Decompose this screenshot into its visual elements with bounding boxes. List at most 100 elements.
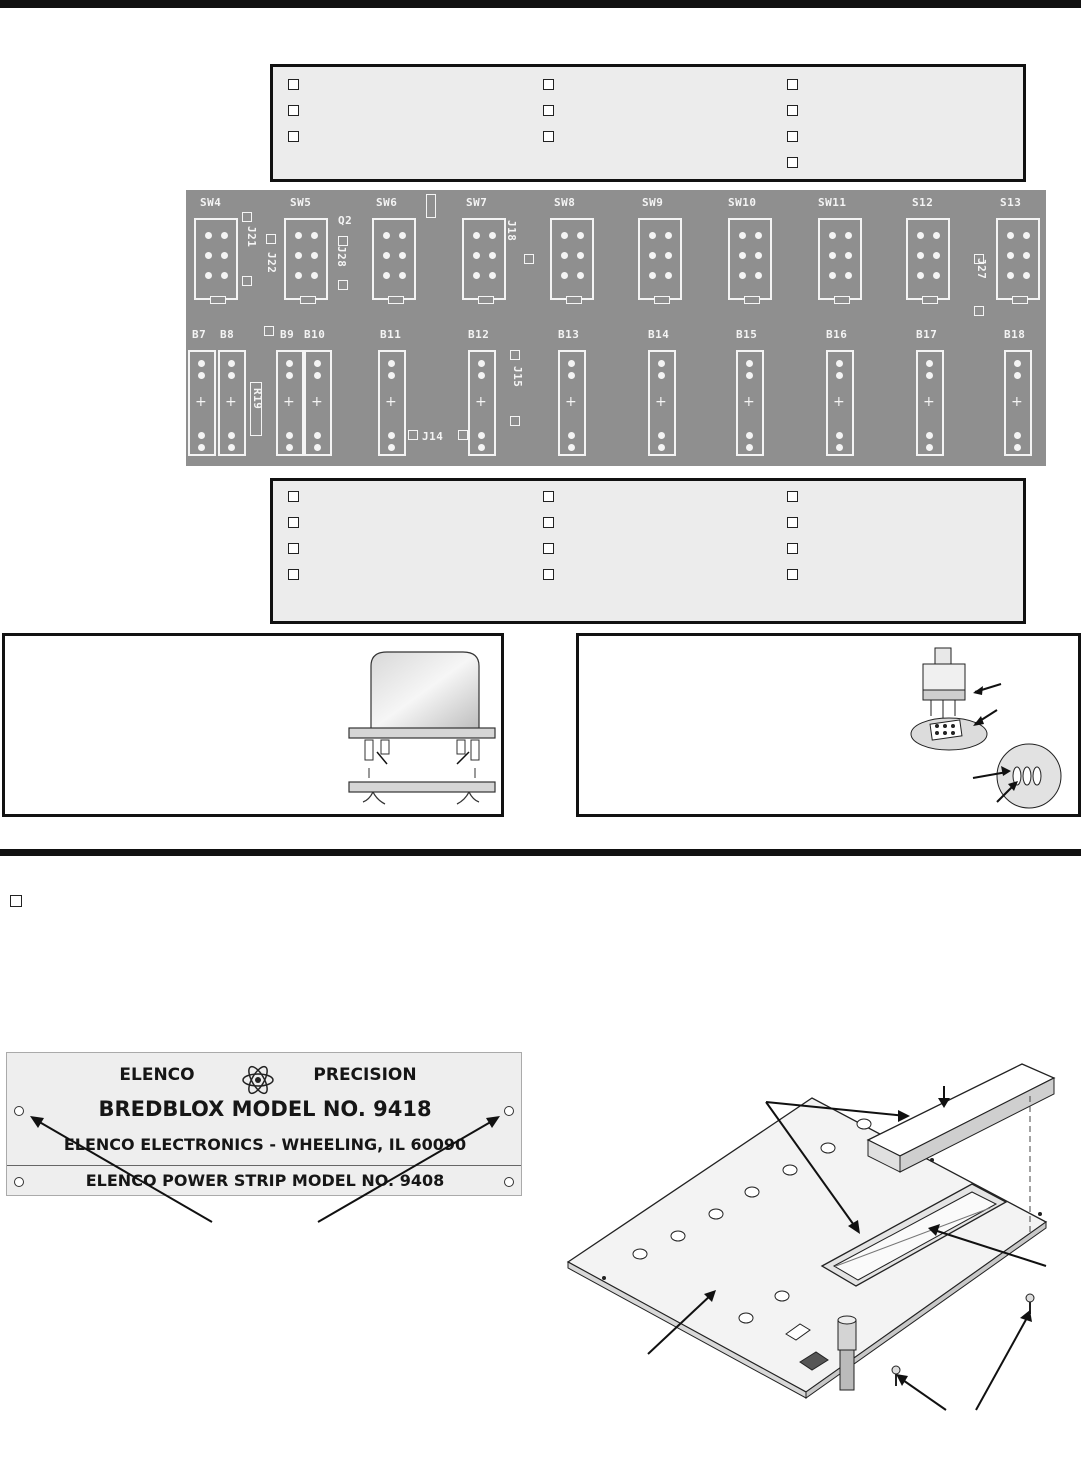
component-mounting-box-left xyxy=(2,633,504,817)
checkbox[interactable] xyxy=(543,569,554,580)
battery-holder: + xyxy=(276,350,304,456)
nameplate: ELENCO PRECISION BREDBLOX MODEL NO. 9418… xyxy=(6,1052,522,1196)
checkbox[interactable] xyxy=(543,517,554,528)
checkbox[interactable] xyxy=(543,131,554,142)
switch-label: SW5 xyxy=(290,196,312,209)
battery-holder: + xyxy=(378,350,406,456)
step-checkbox[interactable] xyxy=(10,895,22,907)
component-label: Q2 xyxy=(338,214,353,227)
battery-label: B11 xyxy=(380,328,402,341)
checkbox[interactable] xyxy=(288,105,299,116)
section-rule xyxy=(0,849,1081,856)
battery-label: B13 xyxy=(558,328,580,341)
switch-footprint xyxy=(462,218,506,304)
pcb-photo: SW4 SW5 SW6 SW7 SW8 SW9 SW10 SW11 S12 S1… xyxy=(186,190,1046,466)
switch-label: SW10 xyxy=(728,196,757,209)
switch-label: S12 xyxy=(912,196,934,209)
component-label: J21 xyxy=(245,226,258,248)
nameplate-power-strip-line: ELENCO POWER STRIP MODEL NO. 9408 xyxy=(85,1171,445,1190)
checkbox[interactable] xyxy=(288,131,299,142)
battery-holder: + xyxy=(468,350,496,456)
jumper-pad xyxy=(510,416,520,426)
jumper-pad xyxy=(242,276,252,286)
battery-holder: + xyxy=(558,350,586,456)
board-assembly-illustration xyxy=(566,1063,1056,1411)
component-mounting-box-right xyxy=(576,633,1081,817)
checkbox[interactable] xyxy=(787,543,798,554)
top-rule xyxy=(0,0,1081,8)
battery-label: B18 xyxy=(1004,328,1026,341)
battery-holder: + xyxy=(826,350,854,456)
component-mounting-illustration xyxy=(348,651,496,805)
jumper-pad xyxy=(264,326,274,336)
jumper-pad xyxy=(266,234,276,244)
checkbox[interactable] xyxy=(787,491,798,502)
slide-switch-illustration xyxy=(910,647,1062,809)
battery-holder: + xyxy=(916,350,944,456)
jumper-pad xyxy=(408,430,418,440)
switch-label: SW9 xyxy=(642,196,664,209)
nameplate-brand-right: PRECISION xyxy=(313,1065,417,1085)
battery-holder: + xyxy=(736,350,764,456)
switch-footprint xyxy=(996,218,1040,304)
battery-holder: + xyxy=(304,350,332,456)
battery-label: B15 xyxy=(736,328,758,341)
battery-holder: + xyxy=(1004,350,1032,456)
battery-holder: + xyxy=(648,350,676,456)
switch-label: S13 xyxy=(1000,196,1022,209)
checkbox[interactable] xyxy=(288,543,299,554)
checkbox[interactable] xyxy=(787,517,798,528)
jumper-pad xyxy=(458,430,468,440)
switch-label: SW4 xyxy=(200,196,222,209)
component-label: J18 xyxy=(505,220,518,242)
switch-footprint xyxy=(372,218,416,304)
battery-label: B9 xyxy=(280,328,295,341)
battery-label: B17 xyxy=(916,328,938,341)
switch-footprint xyxy=(818,218,862,304)
battery-label: B16 xyxy=(826,328,848,341)
checkbox[interactable] xyxy=(543,491,554,502)
component-label: J22 xyxy=(265,252,278,274)
switch-label: SW6 xyxy=(376,196,398,209)
checkbox[interactable] xyxy=(787,131,798,142)
component-label: R19 xyxy=(251,388,264,410)
switch-label: SW7 xyxy=(466,196,488,209)
checkbox[interactable] xyxy=(543,105,554,116)
switch-footprint xyxy=(638,218,682,304)
switch-footprint xyxy=(550,218,594,304)
component-label: J28 xyxy=(335,246,348,268)
switch-footprint xyxy=(284,218,328,304)
switch-footprint xyxy=(728,218,772,304)
checkbox[interactable] xyxy=(787,569,798,580)
battery-label: B10 xyxy=(304,328,326,341)
checkbox[interactable] xyxy=(288,517,299,528)
jumper-pad xyxy=(524,254,534,264)
checkbox[interactable] xyxy=(288,79,299,90)
checkbox[interactable] xyxy=(543,543,554,554)
component-label: J15 xyxy=(511,366,524,388)
switch-footprint xyxy=(194,218,238,304)
battery-holder: + xyxy=(188,350,216,456)
battery-holder: + xyxy=(218,350,246,456)
battery-label: B8 xyxy=(220,328,235,341)
jumper-pad xyxy=(242,212,252,222)
switch-footprint xyxy=(906,218,950,304)
checkbox[interactable] xyxy=(787,105,798,116)
jumper-pad xyxy=(338,280,348,290)
jumper-pad xyxy=(974,254,984,264)
jumper-pad xyxy=(338,236,348,246)
checkbox[interactable] xyxy=(288,569,299,580)
nameplate-brand-left: ELENCO xyxy=(119,1065,195,1085)
jumper-pad xyxy=(974,306,984,316)
checkbox[interactable] xyxy=(787,79,798,90)
checklist-box-bottom xyxy=(270,478,1026,624)
checklist-box-top xyxy=(270,64,1026,182)
switch-label: SW11 xyxy=(818,196,847,209)
battery-label: B14 xyxy=(648,328,670,341)
jumper-pad xyxy=(510,350,520,360)
checkbox[interactable] xyxy=(787,157,798,168)
checkbox[interactable] xyxy=(288,491,299,502)
nameplate-address-line: ELENCO ELECTRONICS - WHEELING, IL 60090 xyxy=(63,1135,467,1154)
battery-label: B12 xyxy=(468,328,490,341)
checkbox[interactable] xyxy=(543,79,554,90)
